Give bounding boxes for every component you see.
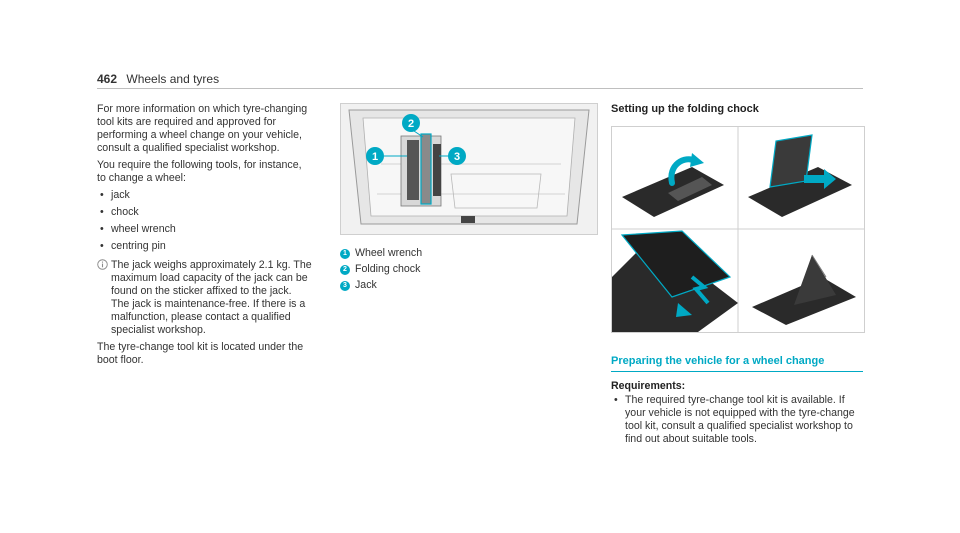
legend-item: 3 Jack [340, 279, 580, 292]
wheel-change-title: Preparing the vehicle for a wheel change [611, 355, 825, 367]
callout-2 [402, 114, 420, 132]
svg-text:2: 2 [408, 118, 414, 130]
boot-illustration: 1 2 3 [341, 104, 597, 234]
callout-1 [366, 147, 384, 165]
note-text: The jack weighs approximately 2.1 kg. Th… [111, 259, 312, 336]
section-divider [611, 371, 863, 372]
location-paragraph: The tyre-change tool kit is located unde… [97, 341, 304, 366]
chock-section-title: Setting up the folding chock [611, 103, 759, 115]
requirements-list: The required tyre-change tool kit is ava… [611, 394, 861, 446]
legend-item: 2 Folding chock [340, 263, 580, 276]
legend-item: 1 Wheel wrench [340, 247, 580, 260]
tool-item: jack [97, 189, 312, 202]
page-number: 462 [97, 72, 118, 86]
jack-note: The jack weighs approximately 2.1 kg. Th… [97, 259, 312, 337]
svg-text:3: 3 [454, 151, 460, 163]
intro-column: For more information on which tyre-chang… [97, 103, 312, 371]
legend-label: Folding chock [355, 263, 421, 275]
tool-item: wheel wrench [97, 223, 312, 236]
legend-label: Wheel wrench [355, 247, 423, 259]
svg-text:1: 1 [372, 151, 378, 163]
legend-number: 2 [340, 264, 350, 275]
page-header: 462 Wheels and tyres [97, 72, 219, 86]
legend-label: Jack [355, 279, 377, 291]
requirements-label: Requirements: [611, 380, 686, 392]
requirement-item: The required tyre-change tool kit is ava… [611, 394, 861, 446]
legend-number: 1 [340, 248, 350, 259]
legend-number: 3 [340, 280, 350, 291]
push-arrow-icon [804, 169, 836, 189]
callout-3 [448, 147, 466, 165]
tool-item: centring pin [97, 240, 312, 253]
info-icon [97, 259, 108, 270]
tools-intro: You require the following tools, for ins… [97, 159, 302, 184]
tools-list: jack chock wheel wrench centring pin [97, 189, 312, 253]
intro-paragraph: For more information on which tyre-chang… [97, 103, 308, 154]
boot-figure: 1 2 3 [340, 103, 598, 235]
figure-legend: 1 Wheel wrench 2 Folding chock 3 Jack [340, 247, 580, 295]
tool-item: chock [97, 206, 312, 219]
header-divider [97, 88, 863, 89]
chock-illustration [612, 127, 864, 332]
section-name: Wheels and tyres [126, 72, 220, 86]
chock-figure [611, 126, 865, 333]
